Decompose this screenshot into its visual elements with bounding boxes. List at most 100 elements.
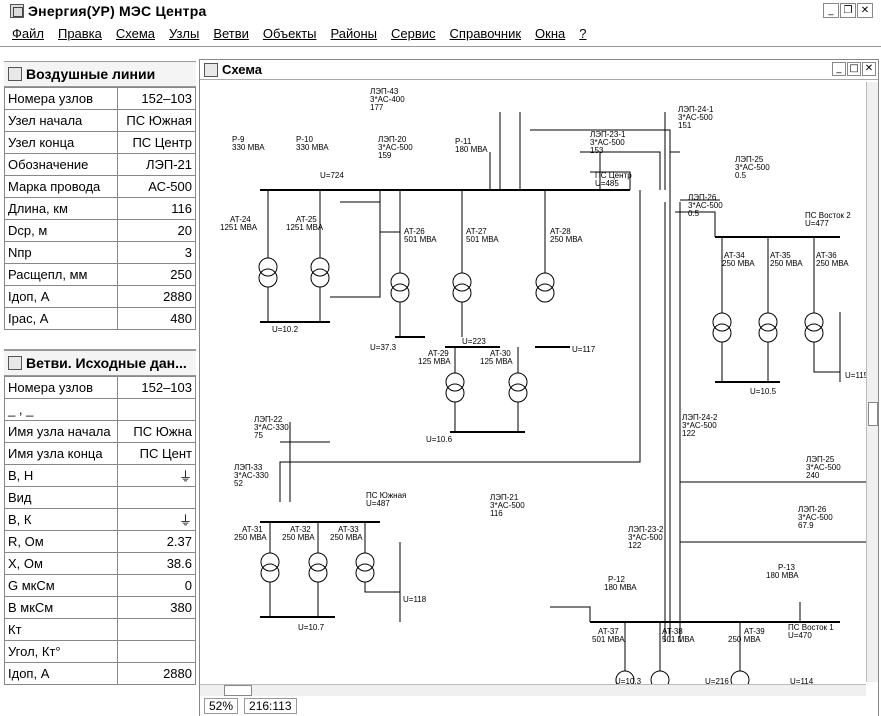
br-value[interactable]: 0 (117, 574, 196, 597)
br-row[interactable]: Кт (4, 618, 196, 641)
voltage-u373: U=37.3 (370, 343, 397, 352)
menu-objects[interactable]: Объекты (262, 25, 317, 41)
lep43-wire: 3*AC-400 (370, 95, 405, 104)
br-value[interactable]: ⏚ (117, 508, 196, 531)
br-value[interactable] (117, 398, 196, 421)
substation-vostok1-label: ПС Восток 1 (788, 623, 834, 632)
ol-value[interactable]: 250 (117, 263, 196, 286)
menu-bar: Файл Правка Схема Узлы Ветви Объекты Рай… (0, 22, 881, 44)
ol-value[interactable]: ПС Южная (117, 109, 196, 132)
at34-rating: 250 МВА (722, 259, 755, 268)
br-value[interactable]: ПС Цент (117, 442, 196, 465)
menu-edit[interactable]: Правка (57, 25, 102, 41)
scheme-window-controls: _ □ ✕ (832, 62, 876, 76)
at36-rating: 250 МВА (816, 259, 849, 268)
br-value[interactable]: 152–103 (117, 376, 196, 399)
br-key: Вид (4, 486, 118, 509)
lep20-wire: 3*AC-500 (378, 143, 413, 152)
ol-value[interactable]: ПС Центр (117, 131, 196, 154)
ol-value[interactable]: ЛЭП-21 (117, 153, 196, 176)
ol-value[interactable]: 3 (117, 241, 196, 264)
menu-help[interactable]: ? (579, 25, 587, 41)
reactor-p12-label: P-12 (608, 575, 625, 584)
menu-branches[interactable]: Ветви (213, 25, 249, 41)
br-value[interactable]: 2880 (117, 662, 196, 685)
ol-value[interactable]: 152–103 (117, 87, 196, 110)
scheme-status-bar: 52% 216:113 (200, 696, 878, 716)
restore-button[interactable]: ❐ (840, 3, 856, 18)
menu-scheme[interactable]: Схема (115, 25, 156, 41)
reactor-p9-rating: 330 МВА (232, 143, 265, 152)
ol-value[interactable]: АС-500 (117, 175, 196, 198)
menu-reference[interactable]: Справочник (449, 25, 522, 41)
at38-rating: 501 МВА (662, 635, 695, 644)
voltage-u114: U=114 (790, 677, 814, 686)
br-value[interactable]: 2.37 (117, 530, 196, 553)
scheme-hscroll-thumb[interactable] (224, 685, 252, 696)
scheme-close-button[interactable]: ✕ (862, 62, 876, 76)
scheme-maximize-button[interactable]: □ (847, 62, 861, 76)
scheme-vertical-scrollbar[interactable] (866, 82, 878, 682)
reactor-p10-rating: 330 МВА (296, 143, 329, 152)
br-value[interactable] (117, 618, 196, 641)
br-value[interactable] (117, 640, 196, 663)
ol-value[interactable]: 480 (117, 307, 196, 330)
menu-windows[interactable]: Окна (535, 25, 566, 41)
at39-label: AT-39 (744, 627, 765, 636)
branch-panel-title[interactable]: Ветви. Исходные дан... (4, 350, 196, 376)
menu-file[interactable]: Файл (12, 25, 44, 41)
br-row[interactable]: Угол, Кт° (4, 640, 196, 663)
lep25-wire: 3*AC-500 (735, 163, 770, 172)
power-scheme-diagram[interactable]: ЛЭП-43 3*AC-400 177 ЛЭП-20 3*AC-500 159 … (200, 82, 866, 686)
at34-label: AT-34 (724, 251, 745, 260)
br-key: Iдоп, А (4, 662, 118, 685)
br-value[interactable]: 380 (117, 596, 196, 619)
lep26-wire: 3*AC-500 (688, 201, 723, 210)
menu-regions[interactable]: Районы (330, 25, 378, 41)
menu-nodes[interactable]: Узлы (169, 25, 200, 41)
br-row[interactable]: В, Н⏚ (4, 464, 196, 487)
window-title: Энергия(УР) МЭС Центра (28, 3, 207, 19)
br-value[interactable]: ⏚ (117, 464, 196, 487)
ol-value[interactable]: 20 (117, 219, 196, 242)
br-value[interactable]: 38.6 (117, 552, 196, 575)
close-button[interactable]: ✕ (857, 3, 873, 18)
lep22-label: ЛЭП-22 (254, 415, 283, 424)
br-row[interactable]: В, К⏚ (4, 508, 196, 531)
scheme-vscroll-thumb[interactable] (868, 402, 878, 426)
overhead-lines-panel-title[interactable]: Воздушные линии (4, 61, 196, 87)
br-value[interactable] (117, 486, 196, 509)
menu-service[interactable]: Сервис (391, 25, 436, 41)
ol-value[interactable]: 116 (117, 197, 196, 220)
ol-value[interactable]: 2880 (117, 285, 196, 308)
scheme-minimize-button[interactable]: _ (832, 62, 846, 76)
scheme-title-bar[interactable]: Схема (200, 60, 878, 80)
scheme-horizontal-scrollbar[interactable] (200, 684, 866, 696)
br-value[interactable]: ПС Южна (117, 420, 196, 443)
br-row[interactable]: Вид (4, 486, 196, 509)
at24-label: AT-24 (230, 215, 251, 224)
br-key: В, К (4, 508, 118, 531)
minimize-button[interactable]: _ (823, 3, 839, 18)
br-row[interactable]: _ , _ (4, 398, 196, 421)
